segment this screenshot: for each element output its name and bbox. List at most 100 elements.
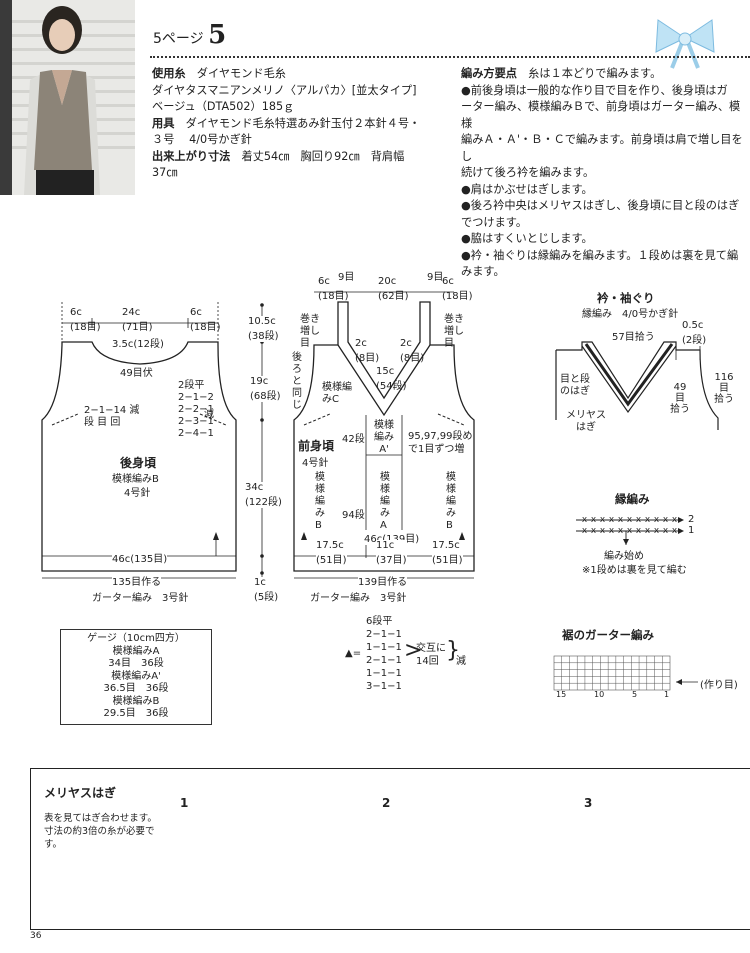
front-neck-left: 2c(8目) (355, 338, 380, 364)
neck-pick-57: 57目拾う (612, 332, 655, 343)
back-top-mid: 24c(71目) (122, 307, 153, 333)
neck-left-join: 目と段のはぎ (560, 374, 590, 397)
page-label: 5ページ (153, 31, 204, 47)
front-back-same: 後ろと同じ (292, 352, 302, 411)
grafting-step-3: 3 (584, 796, 593, 810)
height-shoulder: 10.5c(38段) (248, 316, 279, 342)
back-garter: ガーター編み 3号針 (92, 593, 189, 604)
back-top-right: 6c(18目) (190, 307, 221, 333)
tools-line: ３号 4/0号かぎ針 (152, 133, 252, 146)
schematic-diagram (41, 291, 719, 691)
back-top-left: 6c(18目) (70, 307, 101, 333)
neck-width: 0.5c(2段) (682, 320, 707, 346)
height-armhole: 19c(68段) (250, 376, 281, 402)
front-top-3: 20c(62目) (378, 276, 409, 302)
front-top-2: 9目 (338, 272, 355, 283)
grafting-desc: 表を見てはぎ合わせます。寸法の約3倍の糸が必要です。 (44, 813, 157, 850)
front-inc-note: 95,97,99段めで1目ずつ増 (408, 431, 473, 455)
neck-armhole-shape (555, 341, 719, 430)
yarn-line: ベージュ（DTA502）185ｇ (152, 100, 295, 113)
front-pattern-b-right: 模様編みB (446, 472, 456, 531)
decrease-label: 減 (456, 656, 466, 667)
front-title: 前身頃 (298, 439, 335, 453)
front-top-4: 9目 (427, 272, 444, 283)
yarn-line: ダイヤタスマニアンメリノ〈アルパカ〉[並太タイプ] (152, 83, 417, 97)
front-rows-94: 94段 (342, 510, 365, 521)
back-needle: 4号針 (124, 488, 151, 499)
edge-start: 編み始め (604, 551, 644, 562)
front-bottom-1: 17.5c(51目) (316, 540, 347, 566)
gauge-box: ゲージ（10cm四方） 模様編みA 34目 36段 模様編みA' 36.5目 3… (60, 629, 212, 725)
front-neck-right: 2c(8目) (400, 338, 425, 364)
back-title: 後身頃 (120, 456, 157, 470)
hem-title: 裾のガーター編み (562, 628, 654, 642)
points-line: でつけます。 (461, 215, 528, 229)
back-neck-dec: 2−1−14 減段 目 回 (84, 405, 140, 428)
page-header: 5ページ 5 (153, 20, 226, 50)
points-line: ●脇はすくいとじします。 (461, 232, 593, 245)
size-label: 出来上がり寸法 (152, 149, 231, 163)
ribbon-icon (655, 19, 715, 69)
front-pattern-a: 模様編みA (380, 472, 390, 531)
points-line: みます。 (461, 265, 505, 278)
decrease-marker: ▲= (345, 648, 362, 659)
back-bottom-width: 46c(135目) (112, 550, 168, 565)
hem-n5: 5 (632, 690, 638, 699)
size-line: 着丈54㎝ 胸回り92㎝ 背肩幅 (241, 149, 405, 163)
front-top-1: 6c(18目) (318, 276, 349, 302)
back-neck-bind: 49目伏 (120, 368, 153, 379)
front-neck-depth: 15c(54段) (376, 366, 407, 392)
points-line: ーター編み、模様編みＢで、前身頃はガーター編み、模様 (461, 100, 741, 130)
size-line: 37㎝ (152, 166, 178, 179)
points-line: ●肩はかぶせはぎします。 (461, 182, 593, 196)
grafting-step-1: 1 (180, 796, 189, 810)
header-divider (150, 56, 750, 58)
neck-meri: メリヤスはぎ (566, 410, 606, 433)
hem-n10: 10 (594, 690, 605, 699)
decrease-brace-2: } (446, 638, 460, 663)
neck-subtitle: 縁編み 4/0号かぎ針 (582, 309, 679, 320)
points-line: ●衿・袖ぐりは縁編みを編みます。１段めは裏を見て編 (461, 248, 739, 262)
back-neck-depth: 3.5c(12段) (112, 339, 164, 350)
points-line: 編みＡ・Ａ'・Ｂ・Ｃで編みます。前身頃は肩で増し目をし (461, 133, 743, 163)
tools-line: ダイヤモンド毛糸特選あみ針玉付２本針４号・ (185, 116, 421, 130)
edge-row2: 2 (688, 514, 695, 525)
front-pattern-c: 模様編みC (322, 382, 352, 405)
yarn-line: ダイヤモンド毛糸 (196, 67, 286, 80)
neck-title: 衿・袖ぐり (597, 291, 655, 305)
height-hem: 1c(5段) (254, 577, 279, 603)
edge-row1: 1 (688, 525, 695, 536)
grafting-title: メリヤスはぎ (44, 786, 117, 800)
back-pattern: 模様編みB (112, 474, 159, 485)
points-label: 編み方要点 (461, 67, 517, 80)
front-bottom-3: 17.5c(51目) (432, 540, 463, 566)
edge-chart-row1: ｘｘｘｘｘｘｘｘｘｘｘ (580, 526, 680, 536)
edge-title: 縁編み (615, 492, 650, 506)
hem-n1: 1 (664, 690, 670, 699)
front-garter: ガーター編み 3号針 (310, 593, 407, 604)
back-cast-on: 135目作る (112, 573, 162, 588)
front-body-shape (293, 301, 475, 572)
front-pattern-a2: 模様編みA' (374, 420, 394, 455)
grafting-step-2: 2 (382, 796, 391, 810)
front-top-5: 6c(18目) (442, 276, 473, 302)
page-number: 5 (208, 20, 227, 50)
materials-block: 使用糸 ダイヤモンド毛糸 ダイヤタスマニアンメリノ〈アルパカ〉[並太タイプ] ベ… (152, 66, 442, 182)
back-dec-side: 減 (204, 409, 214, 420)
points-line: 続けて後ろ衿を編みます。 (461, 166, 595, 179)
edge-chart-row2: ｘｘｘｘｘｘｘｘｘｘｘ (580, 515, 680, 525)
grafting-box (30, 768, 750, 930)
front-bottom-2: 11c(37目) (376, 540, 407, 566)
model-photo (0, 0, 135, 195)
back-body-shape (41, 341, 237, 572)
front-rows-42: 42段 (342, 434, 365, 445)
height-body: 34c(122段) (245, 482, 282, 508)
hem-n15: 15 (556, 690, 567, 699)
front-needle: 4号針 (302, 458, 329, 469)
points-line: ●前後身頃は一般的な作り目で目を作り、後身頃はガ (461, 83, 728, 97)
